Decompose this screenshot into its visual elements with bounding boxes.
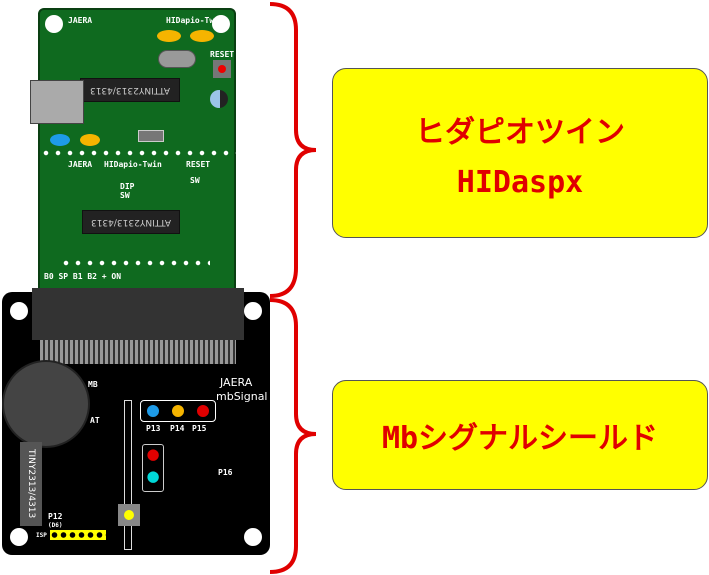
amber-led [169, 403, 186, 419]
p12-label: P12 [48, 512, 63, 521]
isp-label: ISP [36, 532, 47, 539]
push-button[interactable] [118, 504, 140, 526]
capacitor [157, 30, 181, 42]
bottom-brace [269, 298, 317, 574]
mount-hole [244, 302, 262, 320]
board-name-label: HIDapio-Twin [104, 160, 162, 169]
capacitor [190, 30, 214, 42]
top-brace [269, 2, 317, 298]
board-name-label: mbSignal [216, 390, 268, 403]
reset-button-cap [218, 65, 226, 73]
maker-label: JAERA [68, 160, 93, 169]
mb-label: MB [88, 380, 98, 389]
maker-label: JAERA [220, 376, 253, 389]
mount-hole [45, 15, 63, 33]
mount-hole [244, 528, 262, 546]
walk-figure-icon: ● [146, 467, 160, 485]
p14-label: P14 [170, 424, 185, 433]
p16-label: P16 [218, 468, 233, 477]
crystal [158, 50, 196, 68]
blue-led [145, 403, 162, 419]
reset-label: RESET [210, 50, 235, 59]
isp-header [50, 530, 106, 540]
stop-figure-icon: ● [146, 445, 160, 463]
hidaspx-callout: ヒダピオツイン HIDaspx [332, 68, 708, 238]
mbsignal-board: MB AT TINY2313/4313 JAERA mbSignal P13 P… [2, 288, 270, 555]
hidapio-twin-board: JAERA HIDapio-Twin RESET ATTINY2313/4313… [30, 8, 236, 300]
red-led [194, 403, 211, 419]
reset-label: RESET [186, 160, 211, 169]
attiny-chip: TINY2313/4313 [20, 442, 42, 526]
mbsignal-callout: Mbシグナルシールド [332, 380, 708, 490]
connector-pins [40, 340, 236, 364]
pin-row [40, 148, 236, 158]
switch-label: SW [190, 176, 200, 185]
signal-pole [124, 400, 132, 550]
pin-labels: B0 SP B1 B2 + ON [44, 272, 122, 281]
electrolytic-capacitor [210, 90, 228, 108]
brace-graphics [269, 2, 317, 574]
dip-switch-label: DIP SW [120, 182, 135, 200]
p13-label: P13 [146, 424, 161, 433]
mount-hole [212, 15, 230, 33]
maker-label: JAERA [68, 16, 93, 25]
mount-hole [10, 528, 28, 546]
board-name-label: HIDapio-Twin [166, 16, 224, 25]
attiny-chip: ATTINY2313/4313 [82, 210, 180, 234]
p12-sublabel: (D6) [48, 522, 63, 529]
edge-connector [32, 288, 244, 340]
at-label: AT [90, 416, 100, 425]
p15-label: P15 [192, 424, 207, 433]
reset-button[interactable] [213, 60, 231, 78]
capacitor [50, 134, 70, 146]
push-button-cap [124, 510, 134, 520]
speaker [2, 360, 90, 448]
attiny-chip: ATTINY2313/4313 [80, 78, 180, 102]
callout-title: Mbシグナルシールド [381, 421, 659, 456]
traffic-signal [140, 400, 216, 422]
capacitor [80, 134, 100, 146]
pin-row [60, 258, 210, 268]
callout-subtitle: HIDaspx [456, 164, 584, 200]
callout-title: ヒダピオツイン [415, 114, 625, 150]
power-switch[interactable] [138, 130, 164, 142]
pedestrian-signal: ● ● [142, 444, 164, 492]
mount-hole [10, 302, 28, 320]
usb-connector [30, 80, 84, 124]
